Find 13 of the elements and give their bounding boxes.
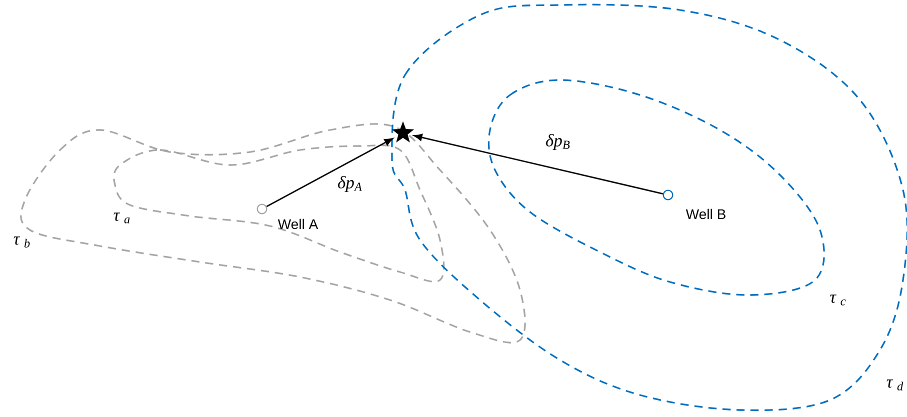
well-marker bbox=[256, 204, 268, 214]
arrow bbox=[266, 138, 393, 208]
contour-label: τ $_{b}$ bbox=[14, 236, 30, 248]
star-marker bbox=[392, 121, 414, 142]
well-label: Well A bbox=[278, 218, 318, 230]
edge-label: δp$_{B}$ bbox=[544, 132, 572, 152]
contour-label: τ $_{c}$ bbox=[830, 294, 846, 306]
edge-label: δp$_{A}$ bbox=[336, 174, 364, 194]
well-marker bbox=[662, 190, 674, 200]
arrow bbox=[414, 134, 664, 194]
well-label: Well B bbox=[686, 208, 726, 220]
contour-label: τ $_{a}$ bbox=[114, 212, 130, 224]
contour-label: τ $_{d}$ bbox=[886, 380, 904, 390]
